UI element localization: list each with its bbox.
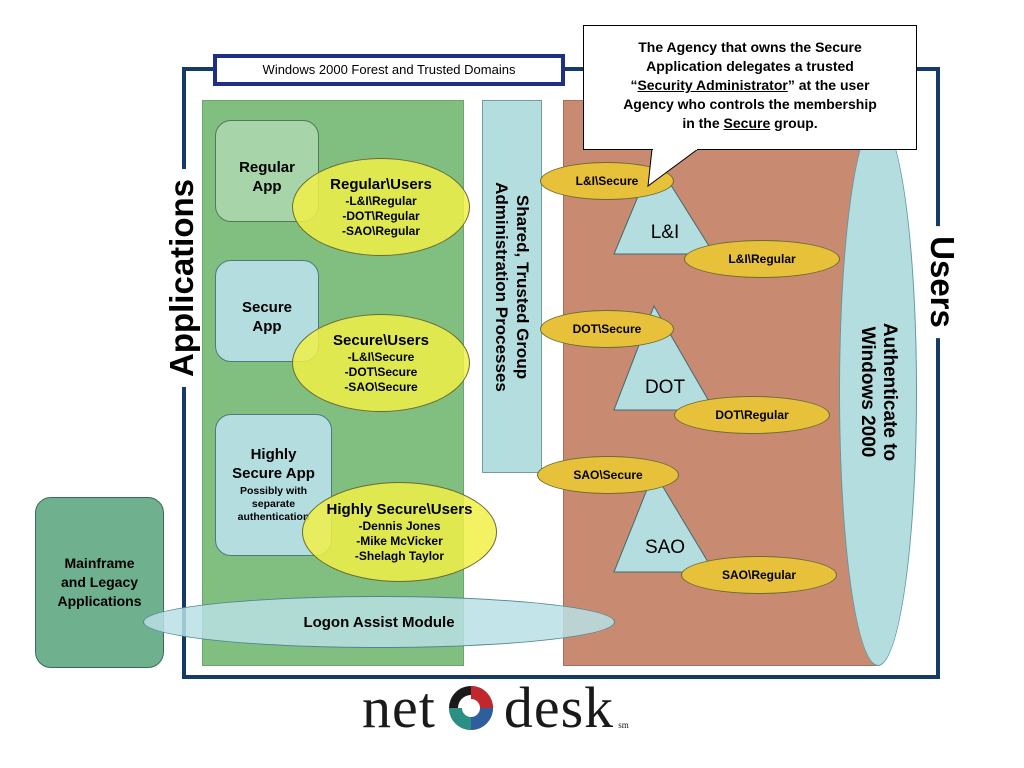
callout-pointer-join bbox=[653, 147, 697, 150]
mainframe-legacy-box: Mainframe and Legacy Applications bbox=[35, 497, 164, 668]
regular-users-item: -DOT\Regular bbox=[342, 208, 420, 223]
logo-word-net: net bbox=[362, 675, 436, 740]
highly-app-sub3: authentication bbox=[237, 511, 310, 523]
secure-app-line1: Secure bbox=[241, 299, 293, 316]
callout-quote-open: “ bbox=[630, 77, 638, 93]
highly-users-item: -Shelagh Taylor bbox=[354, 548, 445, 563]
regular-users-item: -SAO\Regular bbox=[341, 223, 420, 238]
sao-label: SAO bbox=[644, 537, 686, 558]
dot-secure-group: DOT\Secure bbox=[540, 310, 674, 348]
dot-regular-group: DOT\Regular bbox=[674, 396, 830, 434]
highly-app-sub1: Possibly with bbox=[239, 485, 308, 497]
dot-triangle bbox=[613, 304, 715, 411]
sao-secure-group: SAO\Secure bbox=[537, 456, 679, 494]
li-regular-group: L&I\Regular bbox=[684, 240, 840, 278]
regular-app-line2: App bbox=[252, 178, 282, 195]
secure-users-item: -SAO\Secure bbox=[344, 379, 418, 394]
netdesk-logo: net desk sm bbox=[362, 675, 629, 740]
secure-users-item: -DOT\Secure bbox=[344, 364, 418, 379]
secure-app-line2: App bbox=[252, 318, 282, 335]
highly-app-line2: Secure App bbox=[232, 465, 315, 482]
secure-users-group: Secure\Users -L&I\Secure -DOT\Secure -SA… bbox=[292, 314, 470, 412]
mainframe-line3: Applications bbox=[57, 593, 142, 609]
mainframe-line1: Mainframe bbox=[64, 555, 135, 571]
callout-line5-post: group. bbox=[770, 115, 818, 131]
applications-label: Applications bbox=[163, 168, 201, 388]
forest-title: Windows 2000 Forest and Trusted Domains bbox=[213, 54, 565, 86]
secure-users-title: Secure\Users bbox=[333, 331, 429, 349]
shared-box-line2: Administration Processes bbox=[492, 181, 511, 392]
callout-line5-pre: in the bbox=[682, 115, 724, 131]
li-label: L&I bbox=[650, 222, 680, 243]
security-admin-callout: The Agency that owns the Secure Applicat… bbox=[583, 25, 917, 150]
callout-line2: Application delegates a trusted bbox=[646, 58, 854, 74]
auth-line1: Authenticate to bbox=[879, 322, 900, 462]
callout-line5: in the Secure group. bbox=[594, 114, 906, 133]
highly-app-sub2: separate bbox=[251, 498, 296, 510]
regular-users-title: Regular\Users bbox=[330, 175, 432, 193]
callout-group: Secure bbox=[723, 115, 771, 131]
mainframe-line2: and Legacy bbox=[60, 574, 139, 590]
sao-regular-group: SAO\Regular bbox=[681, 556, 837, 594]
callout-line4: Agency who controls the membership bbox=[623, 96, 877, 112]
callout-line3-rest: ” at the user bbox=[787, 77, 870, 93]
regular-users-group: Regular\Users -L&I\Regular -DOT\Regular … bbox=[292, 158, 470, 256]
users-label: Users bbox=[923, 226, 961, 338]
highly-app-line1: Highly bbox=[250, 446, 297, 463]
callout-role: Security Administrator bbox=[637, 77, 788, 93]
highly-users-title: Highly Secure\Users bbox=[326, 500, 473, 518]
dot-label: DOT bbox=[644, 377, 686, 398]
regular-users-item: -L&I\Regular bbox=[345, 193, 417, 208]
logo-service-mark: sm bbox=[618, 720, 629, 730]
highly-users-item: -Mike McVicker bbox=[356, 533, 443, 548]
agency-triangles bbox=[613, 156, 715, 573]
logo-mark-icon bbox=[448, 686, 493, 730]
callout-line3: “Security Administrator” at the user bbox=[594, 76, 906, 95]
shared-box-line1: Shared, Trusted Group bbox=[513, 194, 532, 379]
li-triangle bbox=[613, 156, 715, 255]
logo-word-desk: desk bbox=[503, 675, 615, 740]
callout-line1: The Agency that owns the Secure bbox=[638, 39, 862, 55]
highly-secure-users-group: Highly Secure\Users -Dennis Jones -Mike … bbox=[302, 482, 497, 582]
regular-app-line1: Regular bbox=[239, 159, 295, 176]
shared-group-admin-box: Shared, Trusted Group Administration Pro… bbox=[482, 100, 542, 473]
regular-app-box: Regular App bbox=[215, 120, 319, 222]
logon-assist-module: Logon Assist Module bbox=[143, 596, 615, 648]
authenticate-ellipse: Authenticate to Windows 2000 bbox=[839, 118, 917, 666]
secure-users-item: -L&I\Secure bbox=[347, 349, 415, 364]
highly-users-item: -Dennis Jones bbox=[358, 518, 441, 533]
sao-triangle bbox=[613, 470, 715, 573]
